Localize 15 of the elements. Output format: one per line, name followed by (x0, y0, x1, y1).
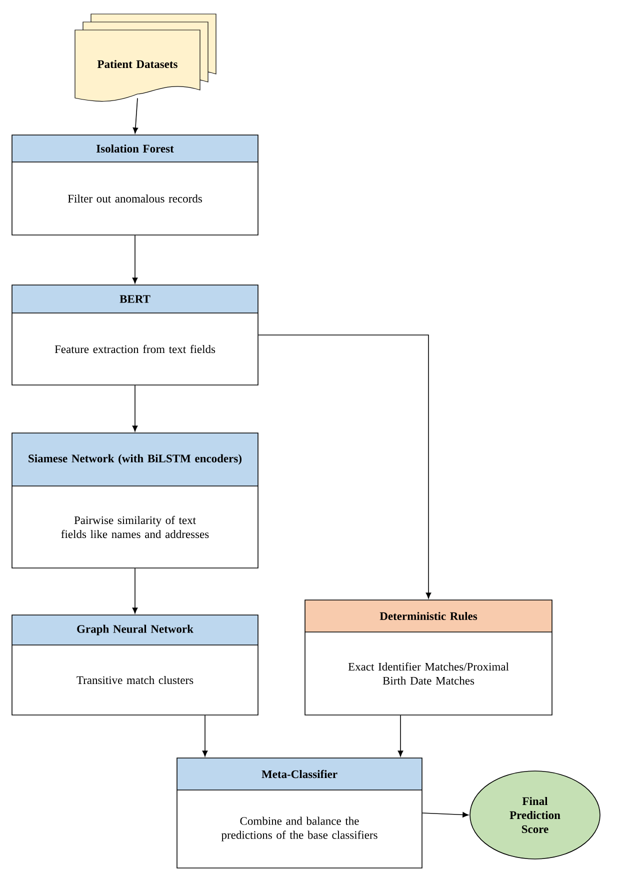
arrow (132, 98, 138, 134)
process-box: Deterministic Rules Exact Identifier Matches/Proximal Birth Date Matches (304, 600, 552, 716)
process-box: Meta-Classifier Combine and balance the predictions of the base classifiers (176, 758, 422, 868)
arrow (398, 715, 404, 757)
arrow (132, 568, 138, 614)
arrow (132, 235, 138, 284)
process-box: BERT Feature extraction from text fields (12, 284, 258, 386)
arrow (132, 385, 138, 432)
arrow (422, 812, 469, 818)
process-box: Isolation Forest Filter out anomalous records (12, 134, 258, 236)
document-stack: Patient Datasets (74, 14, 216, 102)
process-box: Siamese Network (with BiLSTM encoders) Pairwise similarity of text fields like names and addresses (12, 432, 258, 568)
arrow (258, 334, 432, 599)
arrow (202, 715, 208, 757)
process-box: Graph Neural Network Transitive match clusters (12, 614, 258, 716)
